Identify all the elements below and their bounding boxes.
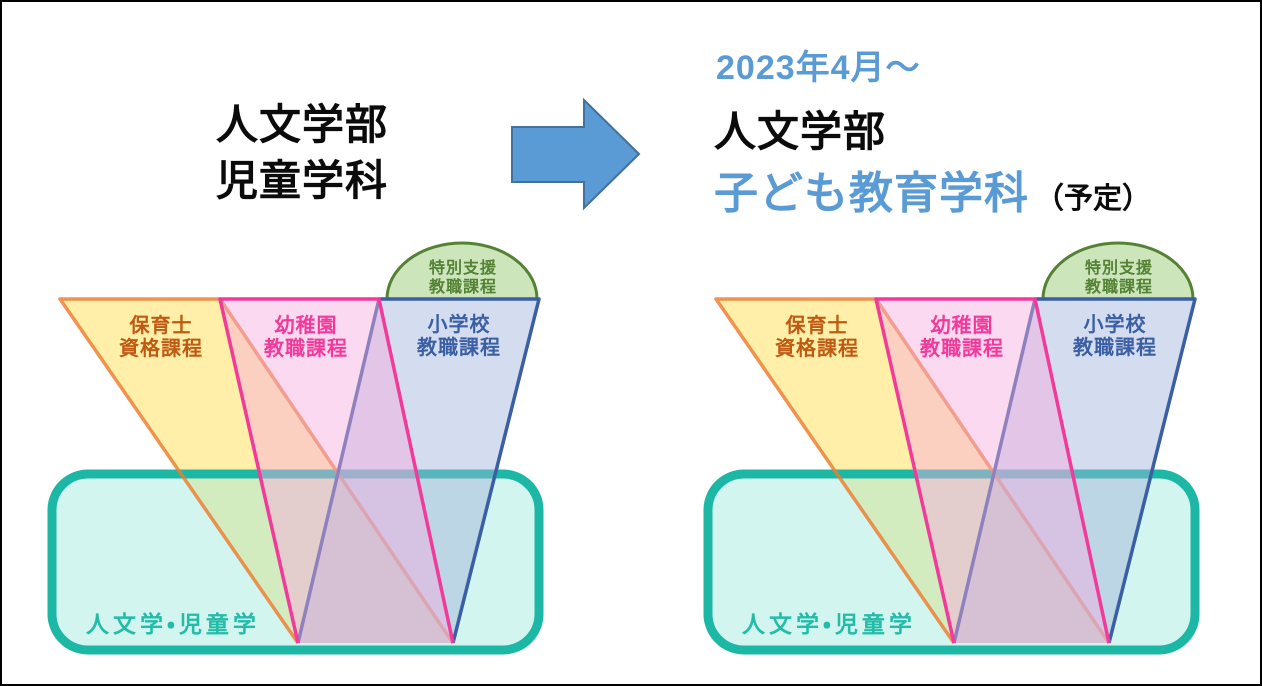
- after-department-note: （予定）: [1035, 183, 1152, 215]
- childcare-shape-outline: [714, 297, 1111, 644]
- after-faculty: 人文学部: [714, 108, 887, 155]
- childcare-label-line1: 保育士: [129, 314, 193, 337]
- elementary-shape-outline: [296, 297, 541, 644]
- elementary-shape-outline: [952, 297, 1197, 644]
- before-title: 人文学部 児童学科: [150, 97, 454, 209]
- elementary-label-line2: 教職課程: [416, 335, 501, 359]
- foundation-box: [703, 469, 1200, 655]
- arrow-right-icon: [511, 97, 641, 211]
- childcare-label-line2: 資格課程: [119, 336, 203, 360]
- kindergarten-label-line2: 教職課程: [263, 336, 348, 360]
- special-support-shape: [385, 241, 539, 300]
- elementary-shape-fill: [298, 299, 539, 643]
- special-support-label-line2: 教職課程: [1084, 277, 1153, 296]
- kindergarten-shape-outline: [874, 297, 1111, 644]
- kindergarten-shape-outline: [218, 297, 455, 644]
- foundation-label: 人文学・児童学: [741, 611, 916, 637]
- after-department-row: 子ども教育学科 （予定）: [714, 157, 1151, 221]
- kindergarten-shape-fill: [220, 299, 453, 643]
- special-support-shape: [1041, 241, 1195, 300]
- elementary-label-line2: 教職課程: [1072, 335, 1157, 359]
- before-title-line1: 人文学部: [215, 101, 388, 148]
- foundation-label: 人文学・児童学: [85, 611, 260, 637]
- diagram-after: 保育士 資格課程 幼稚園 教職課程 小学校 教職課程 特別支援 教職課程 人文学…: [703, 241, 1200, 655]
- special-support-label-line1: 特別支援: [429, 258, 497, 277]
- elementary-shape-fill: [954, 299, 1195, 643]
- special-support-label-line2: 教職課程: [428, 277, 497, 296]
- special-support-label-line1: 特別支援: [1085, 258, 1153, 277]
- after-date: 2023年4月〜: [716, 49, 921, 87]
- kindergarten-label-line1: 幼稚園: [931, 313, 994, 337]
- kindergarten-label-line2: 教職課程: [919, 336, 1004, 360]
- elementary-label-line1: 小学校: [428, 312, 491, 336]
- childcare-shape-outline: [58, 297, 455, 644]
- childcare-label-line1: 保育士: [785, 314, 849, 337]
- kindergarten-label-line1: 幼稚園: [275, 313, 338, 337]
- before-title-line2: 児童学科: [215, 157, 388, 204]
- foundation-box: [47, 469, 544, 655]
- kindergarten-shape-fill: [876, 299, 1109, 643]
- elementary-label-line1: 小学校: [1084, 312, 1147, 336]
- after-department: 子ども教育学科: [714, 169, 1029, 218]
- childcare-label-line2: 資格課程: [775, 336, 859, 360]
- diagram-before: 保育士 資格課程 幼稚園 教職課程 小学校 教職課程 特別支援 教職課程 人文学…: [47, 241, 544, 655]
